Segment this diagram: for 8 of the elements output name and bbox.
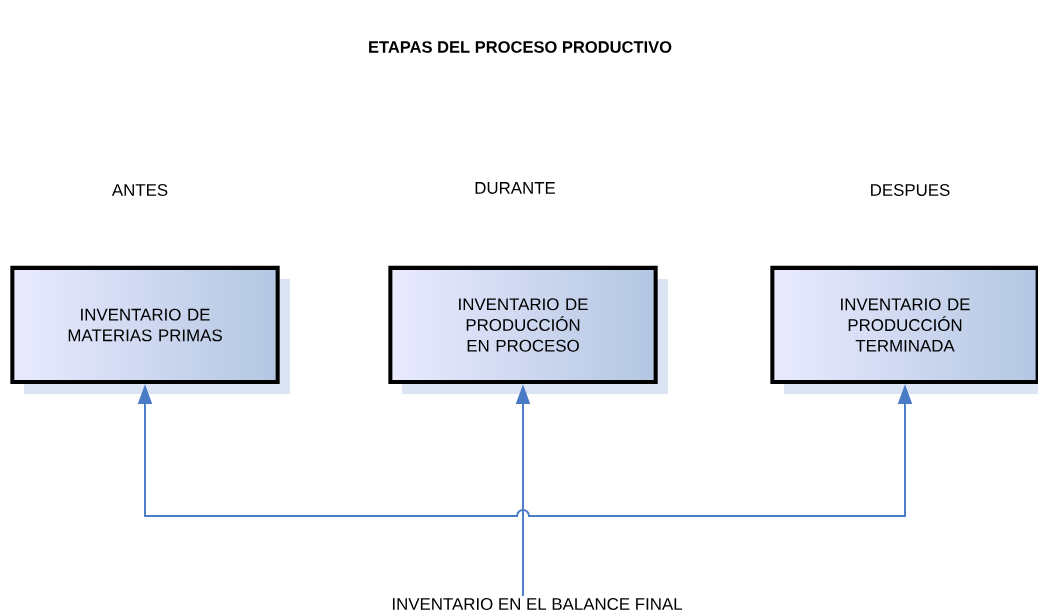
stage-heading: ANTES (111, 184, 168, 196)
process-box: INVENTARIO DE MATERIAS PRIMAS (10, 265, 290, 394)
title: ETAPAS DEL PROCESO PRODUCTIVO (369, 41, 672, 53)
stage-heading: DESPUES (871, 184, 950, 196)
process-box: INVENTARIO DE PRODUCCIÓN TERMINADA (770, 265, 1038, 394)
process-box: INVENTARIO DE PRODUCCIÓN EN PROCESO (388, 265, 668, 394)
source-text: INVENTARIO EN EL BALANCE FINAL (392, 598, 682, 610)
stage-heading: DURANTE (475, 182, 556, 194)
